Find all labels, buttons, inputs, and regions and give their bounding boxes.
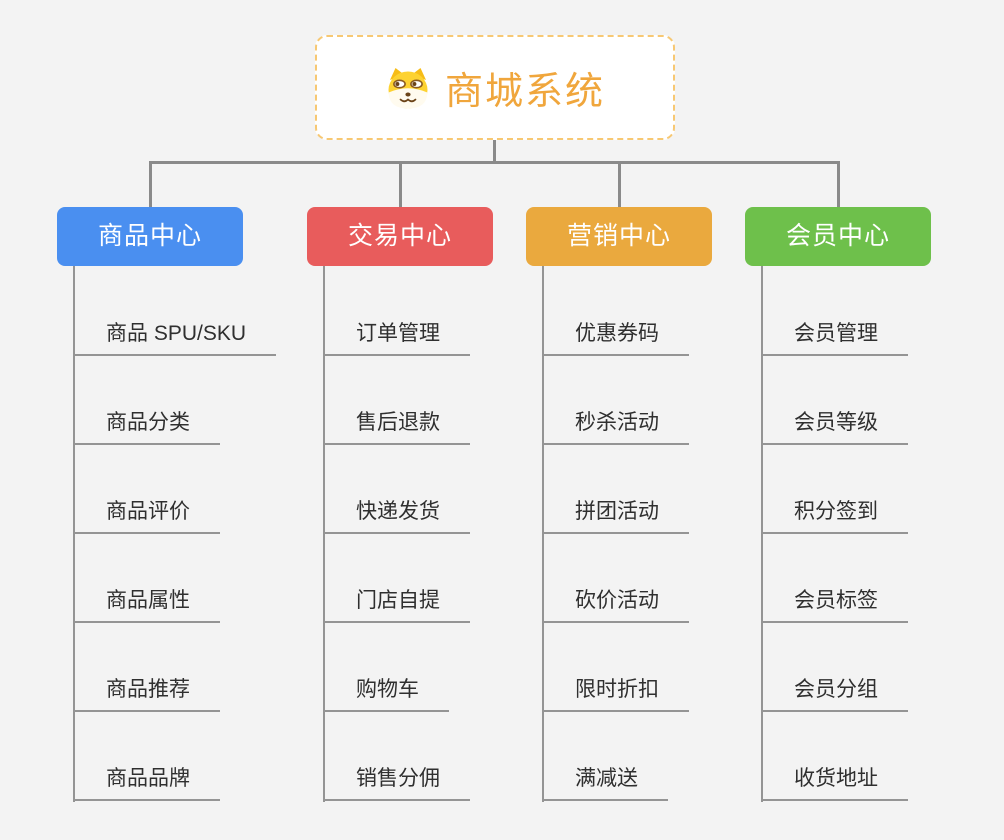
leaf-node[interactable]: 收货地址 (761, 766, 908, 801)
connector-stub-branch-3 (618, 161, 621, 208)
leaf-node[interactable]: 商品 SPU/SKU (73, 321, 277, 356)
root-node[interactable]: 商城系统 (315, 35, 675, 140)
leaf-node[interactable]: 商品推荐 (73, 677, 220, 712)
branch-trade-center: 交易中心 订单管理 售后退款 快递发货 门店自提 购物车 销售分佣 (307, 207, 557, 817)
leaf-node[interactable]: 会员标签 (761, 588, 908, 623)
leaf-node[interactable]: 订单管理 (323, 321, 470, 356)
branch-product-center: 商品中心 商品 SPU/SKU 商品分类 商品评价 商品属性 商品推荐 商品品牌 (57, 207, 307, 817)
connector-stub-branch-1 (149, 161, 152, 208)
leaf-node[interactable]: 快递发货 (323, 499, 470, 534)
leaf-node[interactable]: 会员管理 (761, 321, 908, 356)
leaf-node[interactable]: 商品分类 (73, 410, 220, 445)
connector-root-stub (493, 140, 496, 162)
leaf-node[interactable]: 秒杀活动 (542, 410, 689, 445)
root-title: 商城系统 (444, 71, 605, 113)
leaf-node[interactable]: 商品品牌 (73, 766, 220, 801)
leaf-node[interactable]: 商品评价 (73, 499, 220, 534)
leaf-node[interactable]: 商品属性 (73, 588, 220, 623)
leaf-node[interactable]: 满减送 (542, 766, 668, 801)
leaf-node[interactable]: 积分签到 (761, 499, 908, 534)
leaf-node[interactable]: 门店自提 (323, 588, 470, 623)
branch-trunk (73, 266, 75, 802)
branch-header-product-center[interactable]: 商品中心 (57, 207, 243, 266)
branch-header-member-center[interactable]: 会员中心 (745, 207, 931, 266)
branch-trunk (761, 266, 763, 802)
branch-header-trade-center[interactable]: 交易中心 (307, 207, 493, 266)
leaf-node[interactable]: 购物车 (323, 677, 449, 712)
leaf-node[interactable]: 销售分佣 (323, 766, 470, 801)
connector-bus (149, 161, 840, 164)
dog-icon (388, 67, 428, 108)
leaf-node[interactable]: 会员等级 (761, 410, 908, 445)
branch-header-marketing-center[interactable]: 营销中心 (526, 207, 712, 266)
connector-stub-branch-4 (837, 161, 840, 208)
leaf-node[interactable]: 会员分组 (761, 677, 908, 712)
branch-trunk (542, 266, 544, 802)
leaf-node[interactable]: 售后退款 (323, 410, 470, 445)
leaf-node[interactable]: 砍价活动 (542, 588, 689, 623)
leaf-node[interactable]: 优惠券码 (542, 321, 689, 356)
branch-member-center: 会员中心 会员管理 会员等级 积分签到 会员标签 会员分组 收货地址 (745, 207, 995, 817)
branch-trunk (323, 266, 325, 802)
leaf-node[interactable]: 限时折扣 (542, 677, 689, 712)
connector-stub-branch-2 (399, 161, 402, 208)
leaf-node[interactable]: 拼团活动 (542, 499, 689, 534)
branch-marketing-center: 营销中心 优惠券码 秒杀活动 拼团活动 砍价活动 限时折扣 满减送 (526, 207, 776, 817)
